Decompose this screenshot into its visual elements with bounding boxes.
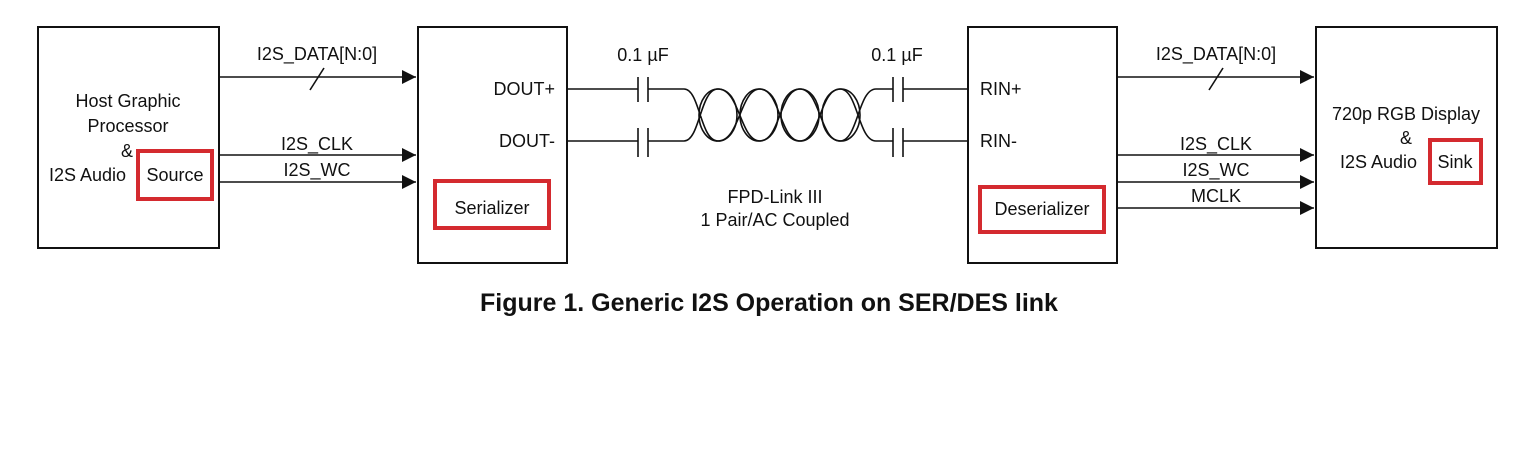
left-coupling-capacitor-bottom xyxy=(637,128,649,157)
dout-plus-label: DOUT+ xyxy=(493,79,555,99)
host-label-line2: Processor xyxy=(87,116,168,136)
sink-highlight-box xyxy=(1428,138,1483,185)
serializer-block xyxy=(417,26,568,264)
i2s-wc-in-label: I2S_WC xyxy=(283,160,350,181)
deserializer-block xyxy=(967,26,1118,264)
source-highlight-box xyxy=(136,149,214,201)
i2s-data-in-label: I2S_DATA[N:0] xyxy=(257,44,377,65)
i2s-clk-in-label: I2S_CLK xyxy=(281,134,353,155)
serializer-label: Serializer xyxy=(454,198,529,218)
display-label-line2: & xyxy=(1400,128,1412,148)
twisted-pair-cable xyxy=(683,88,877,142)
host-label-line1: Host Graphic xyxy=(75,91,180,111)
i2s-data-in-bus-slash xyxy=(309,67,325,91)
deserializer-label: Deserializer xyxy=(994,199,1089,219)
link-coupling-label: 1 Pair/AC Coupled xyxy=(700,210,849,230)
display-block xyxy=(1315,26,1498,249)
i2s-data-out-label: I2S_DATA[N:0] xyxy=(1156,44,1276,65)
i2s-clk-out-label: I2S_CLK xyxy=(1180,134,1252,155)
host-label-line4: I2S Audio xyxy=(49,165,126,185)
source-label: Source xyxy=(146,165,203,185)
twisted-pair-loops xyxy=(698,88,861,142)
display-label-line1: 720p RGB Display xyxy=(1332,104,1480,124)
serializer-highlight-box xyxy=(433,179,551,230)
display-label-line3: I2S Audio xyxy=(1340,152,1417,172)
right-capacitor-value: 0.1 µF xyxy=(871,45,922,65)
dout-minus-label: DOUT- xyxy=(499,131,555,151)
left-coupling-capacitor-top xyxy=(637,77,649,102)
sink-label: Sink xyxy=(1437,152,1473,172)
deserializer-highlight-box xyxy=(978,185,1106,234)
rin-minus-label: RIN- xyxy=(980,131,1017,151)
mclk-out-label: MCLK xyxy=(1191,186,1241,206)
host-label-line3: & xyxy=(121,141,133,161)
figure-caption: Figure 1. Generic I2S Operation on SER/D… xyxy=(480,289,1058,317)
link-name-label: FPD-Link III xyxy=(727,187,822,207)
i2s-wc-out-label: I2S_WC xyxy=(1182,160,1249,181)
i2s-data-out-bus-slash xyxy=(1208,67,1224,91)
left-capacitor-value: 0.1 µF xyxy=(617,45,668,65)
right-coupling-capacitor-bottom xyxy=(892,128,904,157)
rin-plus-label: RIN+ xyxy=(980,79,1022,99)
right-coupling-capacitor-top xyxy=(892,77,904,102)
host-processor-block xyxy=(37,26,220,249)
